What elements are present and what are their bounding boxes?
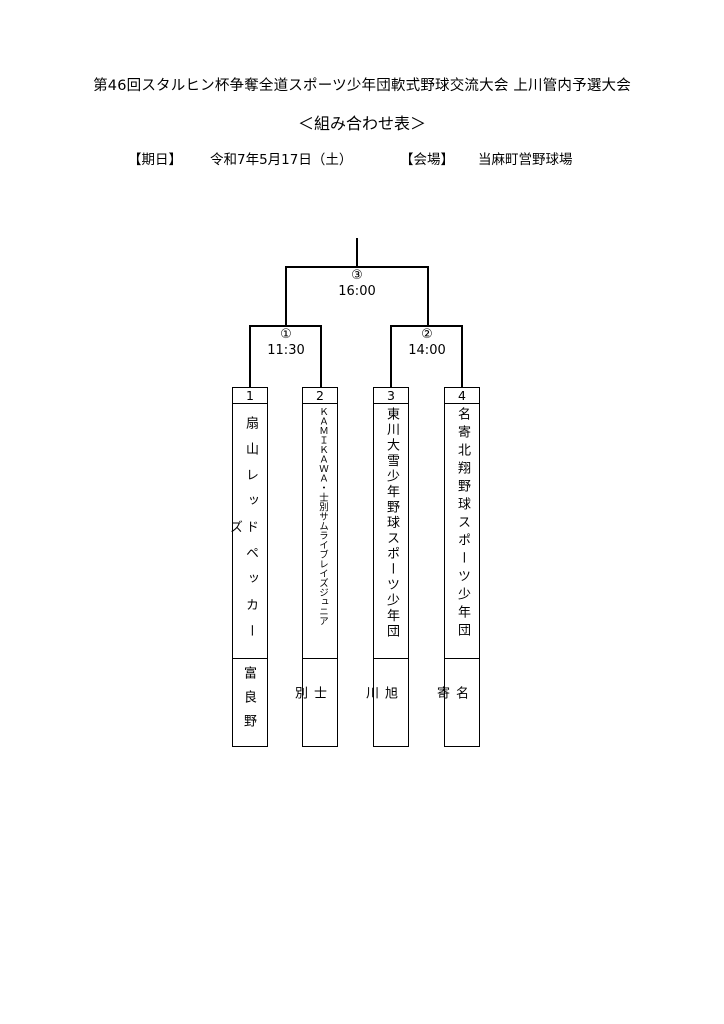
semi1-left-drop-line: [249, 325, 251, 388]
final-match-number: ③: [351, 268, 363, 283]
semi1-match-label: ① 11:30: [254, 327, 318, 359]
team-seed: 3: [374, 388, 408, 404]
team-place: 富良野: [233, 658, 267, 746]
team-seed: 2: [303, 388, 337, 404]
final-right-drop-line: [427, 266, 429, 326]
final-left-drop-line: [285, 266, 287, 326]
team-name: 扇山レッドペッカーズ: [227, 403, 267, 659]
team-name-text: 扇山レッドペッカーズ: [227, 415, 258, 650]
final-stem-line: [356, 238, 358, 267]
venue-label: 【会場】: [400, 152, 454, 168]
team-name-text: ＫＡＭＩＫＡＷＡ・士別サムライブレイズジュニア: [317, 407, 328, 626]
team-seed: 1: [233, 388, 267, 404]
team-name-text: 東川大雪少年野球スポーツ少年団: [384, 407, 399, 640]
final-bar-line: [285, 266, 428, 268]
team-name-text: 名寄北翔野球スポーツ少年団: [455, 407, 470, 641]
semi2-match-time: 14:00: [408, 343, 446, 358]
semi2-right-drop-line: [461, 325, 463, 388]
semi1-match-time: 11:30: [267, 343, 305, 358]
team-box-3: 3 東川大雪少年野球スポーツ少年団 旭川: [363, 387, 409, 747]
team-place: 名寄: [434, 658, 479, 746]
team-place-text: 士別: [292, 685, 326, 727]
final-match-label: ③ 16:00: [325, 268, 389, 300]
tournament-title: 第46回スタルヒン杯争奪全道スポーツ少年団軟式野球交流大会 上川管内予選大会: [93, 78, 631, 94]
team-place-text: 旭川: [363, 685, 397, 727]
team-name: 名寄北翔野球スポーツ少年団: [445, 403, 479, 659]
team-place-text: 富良野: [241, 666, 256, 738]
date-value: 令和7年5月17日（土）: [210, 152, 353, 168]
team-box-4: 4 名寄北翔野球スポーツ少年団 名寄: [434, 387, 480, 747]
team-seed: 4: [445, 388, 479, 404]
semi2-match-label: ② 14:00: [395, 327, 459, 359]
venue-value: 当麻町営野球場: [478, 152, 573, 168]
team-place: 旭川: [363, 658, 408, 746]
semi1-bar-line: [249, 325, 321, 327]
team-name: 東川大雪少年野球スポーツ少年団: [374, 403, 408, 659]
date-label: 【期日】: [128, 152, 182, 168]
semi1-match-number: ①: [280, 327, 292, 342]
team-name: ＫＡＭＩＫＡＷＡ・士別サムライブレイズジュニア: [303, 403, 337, 659]
team-place: 士別: [292, 658, 337, 746]
final-match-time: 16:00: [338, 284, 376, 299]
semi2-left-drop-line: [390, 325, 392, 388]
page-subtitle: ＜組み合わせ表＞: [297, 114, 426, 133]
semi2-match-number: ②: [421, 327, 433, 342]
team-place-text: 名寄: [434, 685, 468, 727]
team-box-1: 1 扇山レッドペッカーズ 富良野: [227, 387, 268, 747]
semi1-right-drop-line: [320, 325, 322, 388]
semi2-bar-line: [390, 325, 462, 327]
team-box-2: 2 ＫＡＭＩＫＡＷＡ・士別サムライブレイズジュニア 士別: [292, 387, 338, 747]
